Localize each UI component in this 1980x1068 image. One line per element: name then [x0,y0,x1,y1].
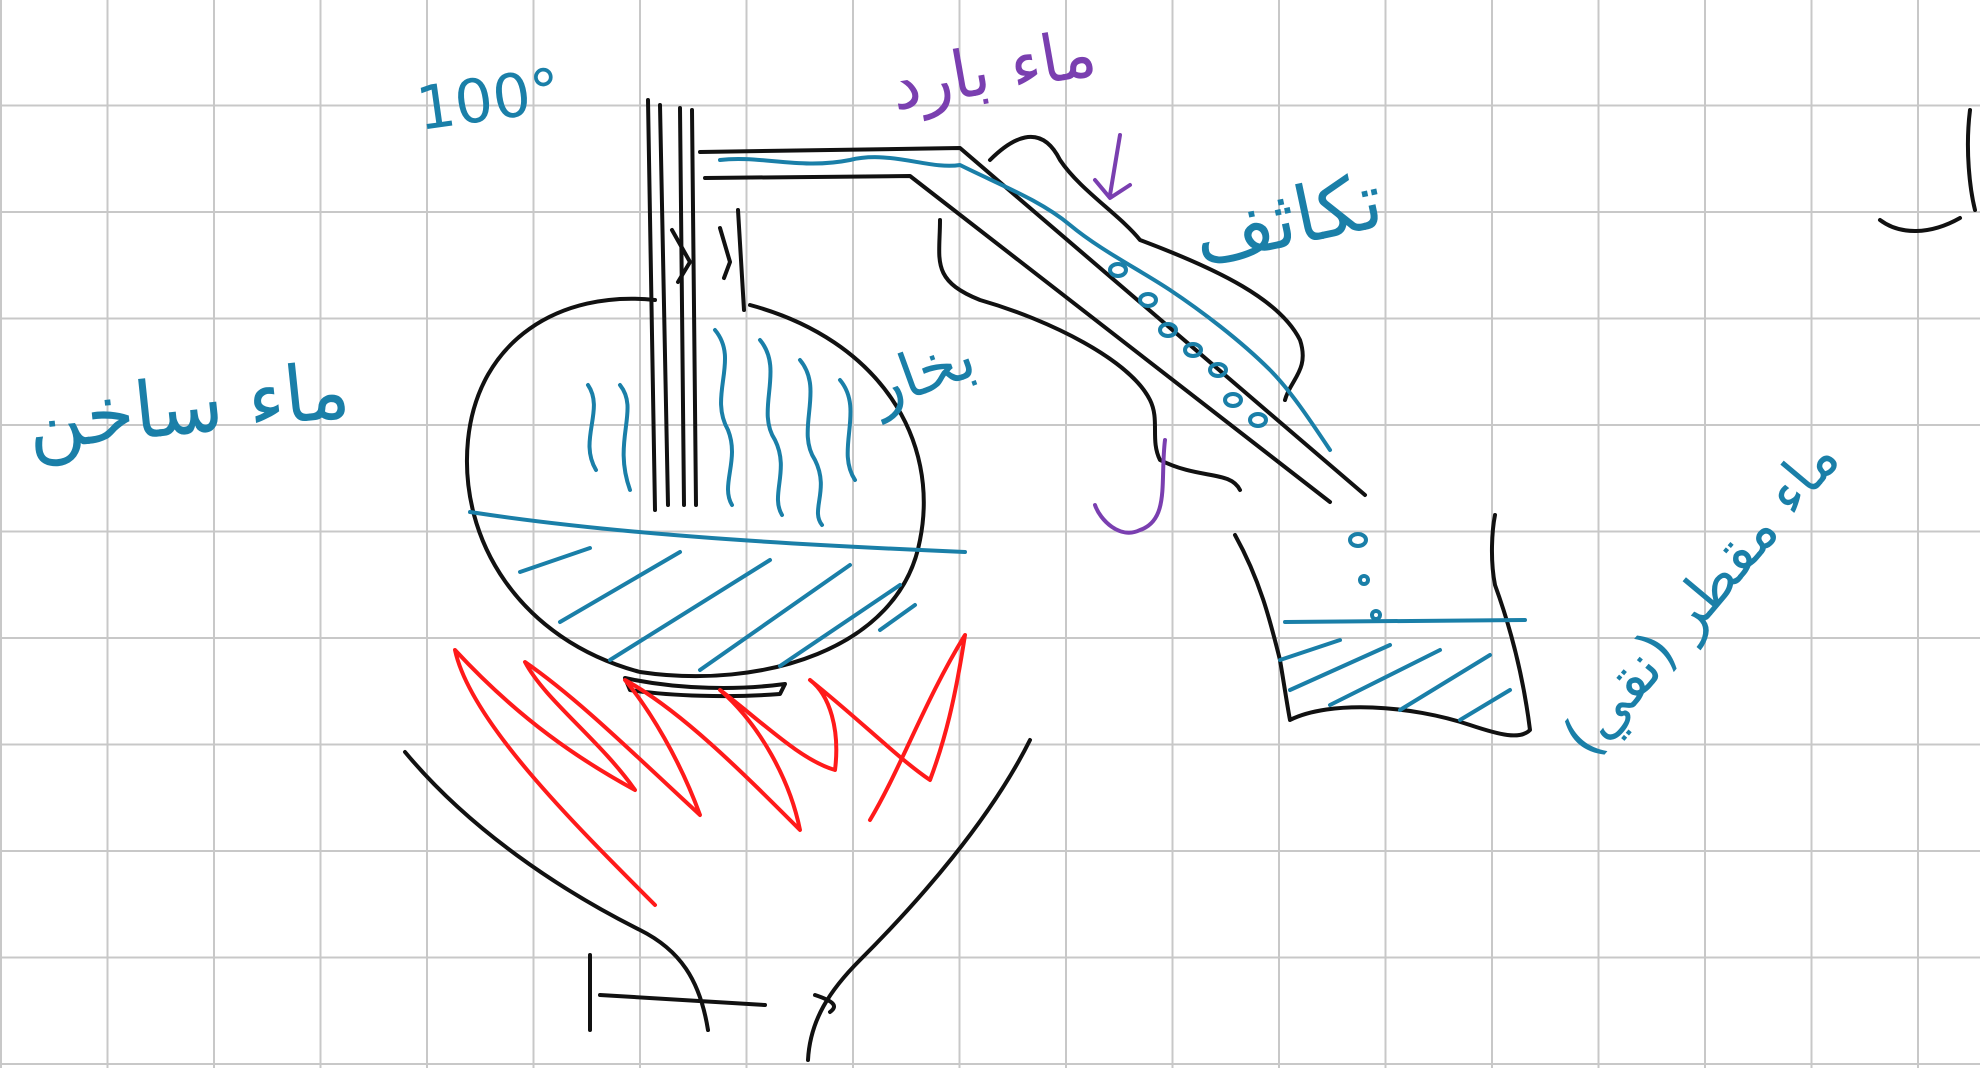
cold-water-in-arrow [1093,133,1132,200]
thermometer [646,98,698,512]
round-flask [465,296,926,679]
label-cold-water: ماء بارد [884,14,1101,126]
vapor-wiggles [586,328,857,527]
flask-water-hatching [518,546,917,672]
flask-water-surface [468,510,967,554]
label-temperature: 100° [412,55,565,144]
flame-zigzag [453,633,967,907]
label-condensation: تكاثف [1185,156,1391,284]
delivery-tube [698,146,1367,504]
label-vapor: بخار [857,319,984,425]
cold-water-out-mark [1093,438,1167,535]
stopper [670,208,746,312]
burner-stand [403,738,1032,1062]
apparatus [403,98,1977,1062]
label-distilled-water: ماء مقطر (نقي) [1549,425,1854,770]
water-and-vapor [468,155,1527,722]
label-hot-water: ماء ساخن [23,346,354,470]
condensation-drops [1108,262,1382,621]
flask-base [623,676,787,699]
edge-stroke [1878,108,1977,233]
burner-flame [453,633,967,907]
tube-vapor [718,155,1332,452]
beaker-water-surface [1283,618,1527,624]
condenser-jacket [937,135,1305,492]
labels: 100° ماء ساخن بخار ماء بارد تكاثف ماء مق… [23,14,1854,770]
cold-water-arrows [1093,133,1167,535]
beaker-water-hatching [1278,638,1512,722]
